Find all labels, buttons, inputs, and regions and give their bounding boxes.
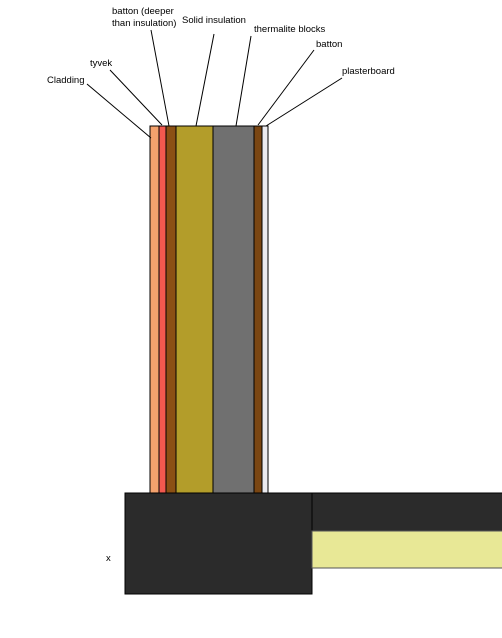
label-x-mark: x — [106, 553, 111, 564]
plasterboard-layer — [261, 125, 269, 494]
batton-layer — [253, 125, 263, 494]
leader-line-tyvek — [109, 69, 163, 126]
solid-insulation-layer — [175, 125, 214, 494]
label-batton-deep-line1: batton (deeper — [112, 6, 174, 17]
cladding-layer — [149, 125, 160, 494]
label-batton-deep-line2: than insulation) — [112, 18, 176, 29]
batton-deep-layer — [165, 125, 177, 494]
leader-line-plasterboard — [265, 77, 343, 127]
tyvek-layer — [158, 125, 167, 494]
foundation-block — [124, 492, 313, 595]
label-solid-insulation: Solid insulation — [182, 15, 246, 26]
floor-slab — [311, 492, 502, 532]
leader-line-batton — [257, 49, 315, 126]
leader-line-batton-deep — [150, 29, 170, 127]
thermalite-blocks-layer — [212, 125, 255, 494]
floor-insulation — [311, 530, 502, 569]
leader-line-cladding — [86, 83, 152, 139]
leader-line-solid-insulation — [195, 33, 215, 127]
label-cladding: Cladding — [47, 75, 85, 86]
label-batton: batton — [316, 39, 342, 50]
label-tyvek: tyvek — [90, 58, 112, 69]
leader-line-thermalite-blocks — [235, 35, 252, 127]
label-plasterboard: plasterboard — [342, 66, 395, 77]
label-thermalite-blocks: thermalite blocks — [254, 24, 326, 35]
